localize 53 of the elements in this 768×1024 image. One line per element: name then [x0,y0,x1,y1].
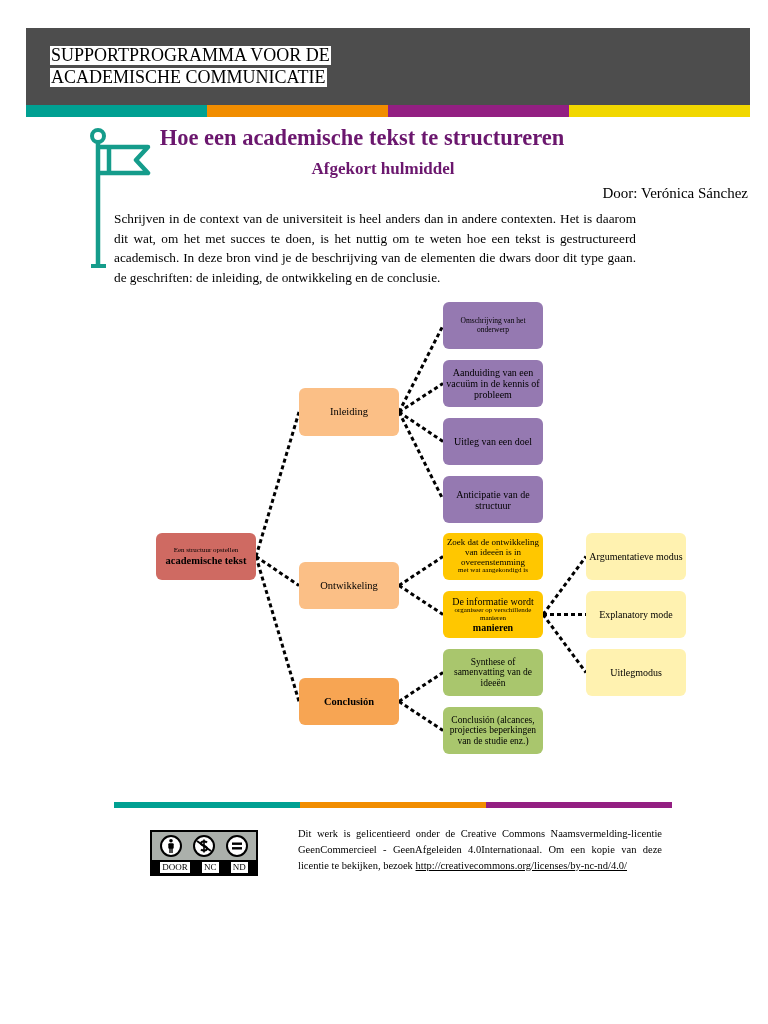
header-title: ACADEMISCHE COMMUNICATIE [50,68,327,87]
process-box [156,533,256,580]
process-box [443,707,543,754]
process-box [586,649,686,696]
author-line: Door: Verónica Sánchez [602,184,748,203]
process-box [443,476,543,523]
node-label: academische tekst [165,554,247,567]
dashed-connector [541,555,588,616]
dashed-connector [254,556,301,702]
process-box [443,360,543,407]
node-label: Conclusión (alcances, projecties beperkingen van de studie enz.) [448,714,538,747]
process-box [586,533,686,580]
node-label: Zoek dat de ontwikkeling van ideeën is in overeenstemming [446,537,540,567]
node-label: De informatie wordt [452,595,534,607]
process-box [586,591,686,638]
node-label: Conclusión [323,695,375,708]
node-label: Uitleg van een doel [454,436,532,447]
badge-label: DOOR [160,861,190,873]
subtitle: Afgekort hulmiddel [310,158,456,180]
process-box [443,649,543,696]
dashed-connector [398,700,444,732]
process-box [299,678,399,725]
dashed-connector [398,555,444,587]
node-label: Argumentatieve modus [589,551,683,562]
process-box [443,533,543,580]
page-title: Hoe een academische tekst te structureren [158,124,566,152]
license-link: http://creativecommons.org/licenses/by-nc-nd/4.0/ [415,860,627,871]
badge-label: ND [230,861,248,873]
node-label: manieren [472,622,514,634]
node-label: Uitlegmodus [610,667,662,678]
node-label: Explanatory mode [599,609,673,620]
node-label: Anticipatie van de structuur [455,488,531,511]
node-label: Inleiding [330,406,368,418]
process-box [443,591,543,638]
dashed-connector [541,613,588,674]
dashed-connector [255,555,300,587]
dashed-connector [398,382,444,414]
dashed-connector [254,411,301,557]
dashed-connector [398,584,444,616]
node-label: Synthese of samenvatting van de ideeën [452,656,534,689]
process-box [299,562,399,609]
node-label: Aanduiding van een vacuüm in de kennis of probleem [446,367,540,400]
node-label: Ontwikkeling [320,579,378,592]
process-box [443,302,543,349]
dashed-connector [398,671,444,703]
dashed-connector [398,410,444,443]
intro-paragraph: Schrijven in de context van de universiteit is heel anders dan in andere contexten. Het is daarom dit wat, om het met succes te doen, is het nuttig om te weten hoe een tekst is gestructureerd academisch. In deze bron vind je de beschrijving van de elementen die dwars door dit type gaan. de geschriften: de inleiding, de ontwikkeling en de conclusie. [114,210,636,287]
header-title: SUPPORTPROGRAMMA VOOR DE [50,46,331,65]
badge-label: NC [202,861,219,873]
process-box [443,418,543,465]
license-text: Dit werk is gelicentieerd onder de Creative Commons Naamsvermelding-licentie GeenCommercieel - GeenAfgeleiden 4.0Internationaal. Om een kopie van deze licentie te bekijken, bezoek http://creativecommons.org/licenses/by-nc-nd/4.0/ [298,827,662,873]
process-box [299,388,399,436]
dashed-connector [397,324,445,413]
